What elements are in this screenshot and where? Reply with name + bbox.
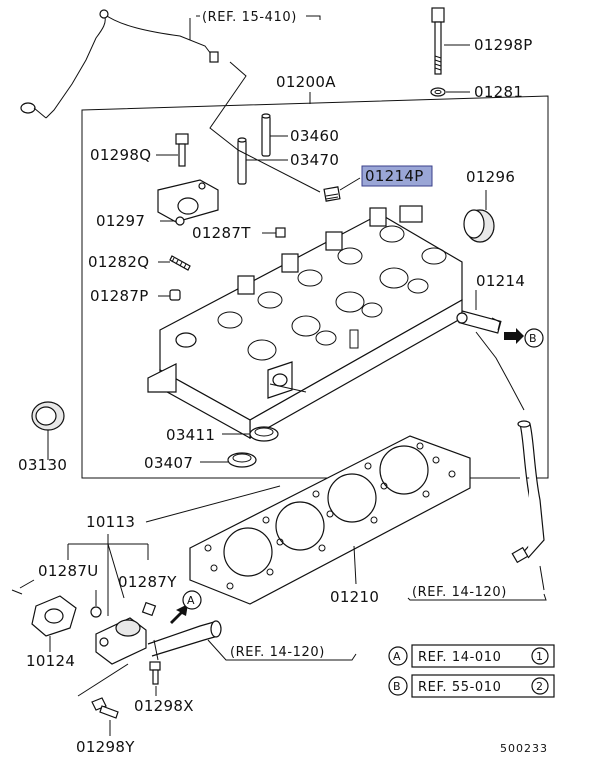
label-01298x: 01298X [134,697,194,715]
label-10124: 10124 [26,652,75,670]
label-03130: 03130 [18,456,67,474]
washer-01281 [430,87,446,97]
label-01282q: 01282Q [88,253,149,271]
bolt-01298q [175,133,189,167]
ref-right-hose-label: (REF. 14-120) [412,585,507,600]
label-01214p-highlight[interactable] [361,165,433,187]
legend-row-a: A REF. 14-010 1 [388,644,555,668]
label-01298y: 01298Y [76,738,135,756]
svg-text:2: 2 [536,680,544,693]
label-01287t: 01287T [192,224,251,242]
pushrod-03460 [261,113,271,157]
legend-ref-b[interactable]: REF. 55-010 [418,680,502,695]
svg-text:1: 1 [536,650,544,663]
seal-03130 [31,401,65,431]
label-01200a: 01200A [276,73,336,91]
legend-ref-a[interactable]: REF. 14-010 [418,650,502,665]
water-outlet [95,617,147,665]
ref-top-label: (REF. 15-410) [202,10,297,25]
label-03470: 03470 [290,151,339,169]
label-01214p[interactable]: 01214P [365,167,424,185]
marker-a[interactable] [182,590,202,610]
label-01298p: 01298P [474,36,533,54]
seal-03407 [227,452,257,468]
label-01287u: 01287U [38,562,99,580]
label-01281: 01281 [474,83,523,101]
bolt-01298x [149,661,161,685]
bolt-01298y [91,697,119,719]
plug-01287y [141,601,157,617]
bottom-hose [147,620,222,661]
label-01298q: 01298Q [90,146,151,164]
cam-cap [157,179,219,223]
stud-01282q [169,255,191,271]
right-hose [475,331,545,564]
fitting-01214 [456,310,502,334]
label-01297: 01297 [96,212,145,230]
label-01214: 01214 [476,272,525,290]
head-gasket-01210 [189,435,471,605]
diagram-id: 500233 [500,742,548,755]
arrow-to-a [170,604,188,624]
plug-01214p [323,186,341,202]
plug-01287u [90,606,102,618]
bolt-01298p [431,7,445,75]
marker-b[interactable] [524,328,544,348]
label-01287p: 01287P [90,287,149,305]
plug-01296 [463,209,495,243]
svg-text:A: A [393,650,402,663]
ref-bottom-hose-label: (REF. 14-120) [230,645,325,660]
seal-03411 [249,426,279,442]
svg-text:B: B [529,332,538,345]
arrow-to-b [504,328,524,344]
pushrod-03470 [237,137,247,185]
label-03460: 03460 [290,127,339,145]
oil-feed-pipe [20,9,219,119]
gasket-10124 [31,595,77,637]
plug-01287p [169,289,181,301]
label-01210: 01210 [330,588,379,606]
label-01296: 01296 [466,168,515,186]
label-01287y: 01287Y [118,573,177,591]
label-03411: 03411 [166,426,215,444]
svg-text:A: A [187,594,196,607]
cylinder-head-frame [81,95,549,479]
pin-01297 [175,216,185,226]
label-03407: 03407 [144,454,193,472]
legend-row-b: B REF. 55-010 2 [388,674,555,698]
label-10113: 10113 [86,513,135,531]
svg-text:B: B [393,680,402,693]
plug-01287t [275,227,286,238]
